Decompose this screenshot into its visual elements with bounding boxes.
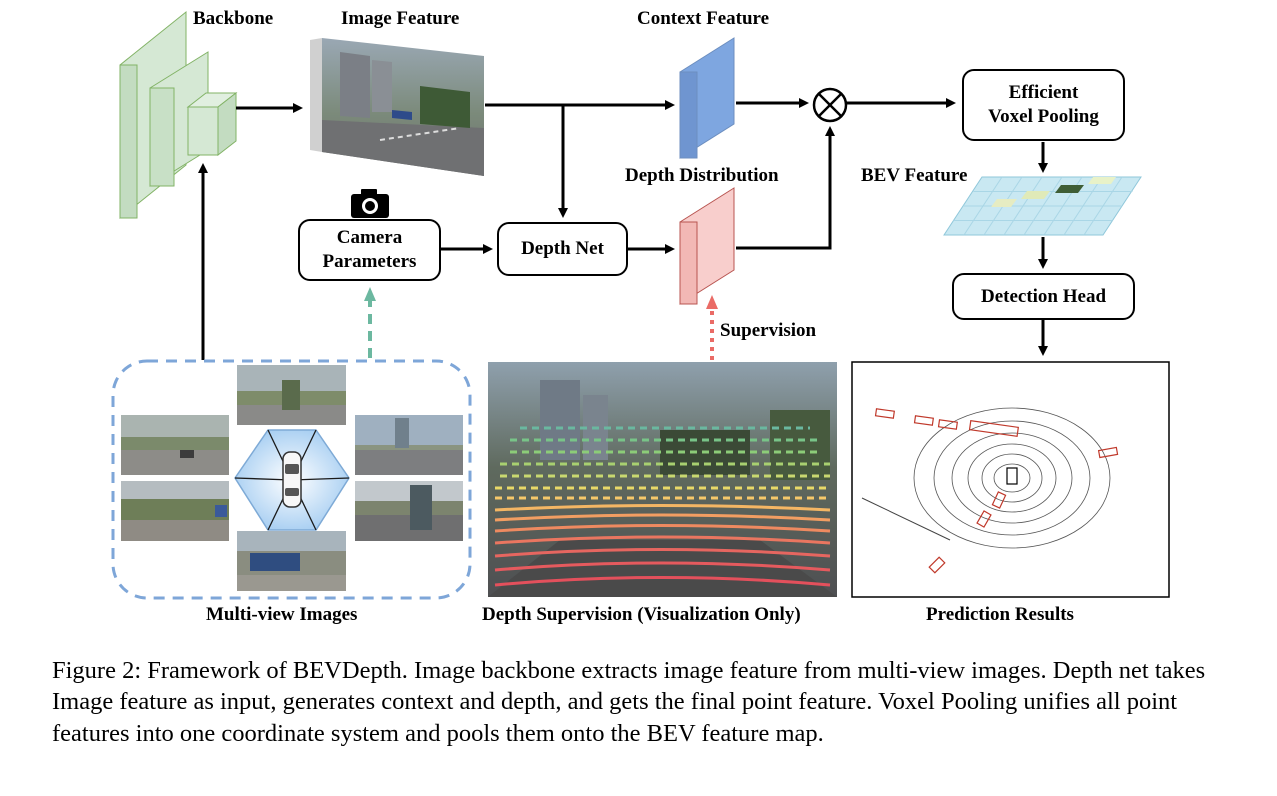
image-feature-label: Image Feature [341,8,460,29]
multiply-operator [812,87,848,123]
supervision-label: Supervision [720,320,817,341]
flow-arrows [198,98,1048,360]
camera-view-front-right [355,415,463,475]
camera-view-back-left [121,481,229,541]
camera-view-back-right [355,481,463,541]
bev-feature-grid [943,176,1142,236]
multi-view-images-label: Multi-view Images [206,604,358,625]
voxel-pooling-box: Efficient Voxel Pooling [962,69,1125,141]
prediction-results-label: Prediction Results [926,604,1074,625]
depth-distribution-label: Depth Distribution [625,165,779,186]
multi-view-container [111,359,472,600]
depth-net-box: Depth Net [497,222,628,276]
camera-parameters-line1: Camera [336,227,403,249]
image-feature-picture [310,38,484,176]
bev-feature-label: BEV Feature [861,165,968,186]
detection-head-box: Detection Head [952,273,1135,320]
context-feature-label: Context Feature [637,8,770,29]
figure-caption: Figure 2: Framework of BEVDepth. Image b… [52,657,1206,747]
car-icon [282,451,302,508]
depth-distribution-slab [679,187,735,305]
camera-view-front [237,365,346,425]
depth-supervision-image [488,362,837,597]
camera-parameters-box: Camera Parameters [298,219,441,281]
camera-view-back [237,531,346,591]
depth-supervision-label: Depth Supervision (Visualization Only) [482,604,801,625]
prediction-results-image [851,361,1170,598]
camera-icon [351,189,389,218]
voxel-pooling-line2: Voxel Pooling [988,106,1099,127]
surround-view-hexagon [234,429,350,531]
context-feature-slab [679,37,735,159]
depth-net-label: Depth Net [521,238,604,260]
camera-parameters-line2: Parameters [322,251,417,272]
camera-view-front-left [121,415,229,475]
backbone-label: Backbone [193,8,274,29]
backbone-block-small [186,91,238,157]
voxel-pooling-line1: Efficient [1008,82,1079,104]
detection-head-label: Detection Head [980,285,1107,307]
